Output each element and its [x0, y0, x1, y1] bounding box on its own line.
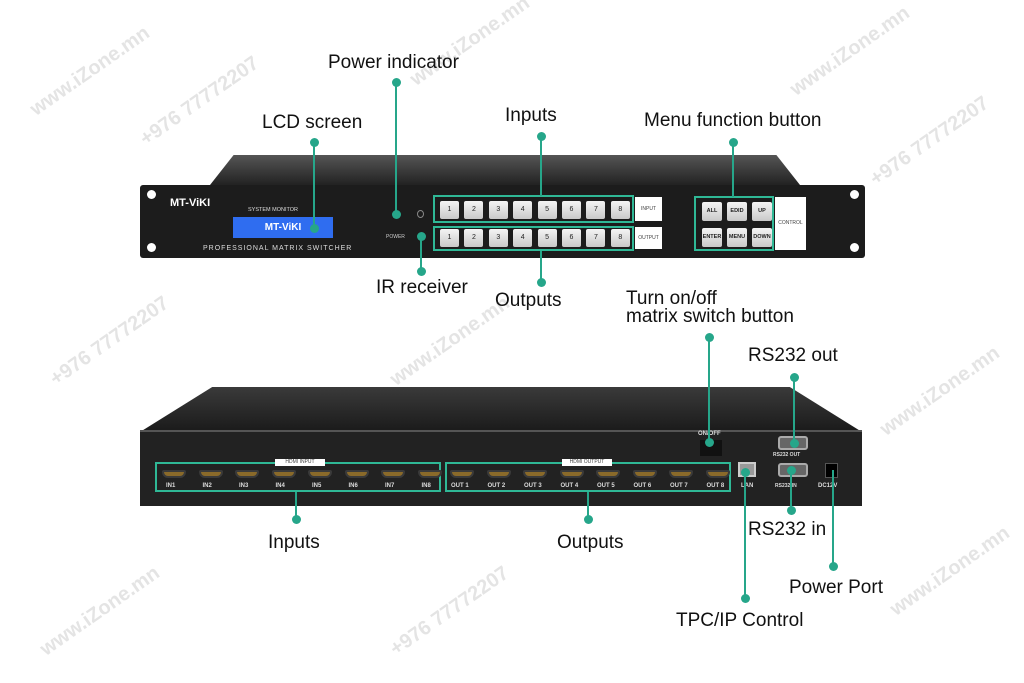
hdmi-input-port	[271, 470, 296, 478]
hdmi-output-label: OUT 8	[706, 483, 725, 489]
callout-switch-line1: Turn on/off	[626, 288, 717, 309]
input-button-8[interactable]: 8	[610, 201, 630, 219]
hdmi-input-label: IN6	[348, 483, 358, 489]
hdmi-output-port	[559, 470, 584, 478]
hdmi-output-label: OUT 7	[670, 483, 688, 489]
hdmi-input-label: IN5	[312, 483, 322, 489]
callout-menu-function: Menu function button	[644, 110, 822, 131]
hdmi-input-label: IN8	[421, 483, 431, 489]
brand-logo: MT-ViKI	[170, 197, 211, 209]
control-buttons-box	[694, 196, 774, 251]
hdmi-input-label: IN7	[385, 483, 395, 489]
callout-inputs-front: Inputs	[505, 105, 557, 126]
hdmi-output-title: HDMI OUTPUT	[562, 459, 612, 466]
callout-tcp-ip: TPC/IP Control	[676, 610, 804, 631]
output-buttons-box	[433, 226, 634, 251]
hdmi-output-port	[669, 470, 693, 478]
hdmi-output-port	[486, 470, 511, 478]
callout-switch-line2: matrix switch button	[626, 306, 794, 327]
hdmi-output-port	[596, 470, 620, 478]
hdmi-input-port	[162, 470, 186, 478]
down-button[interactable]: DOWN	[752, 228, 772, 247]
output-button-5[interactable]: 5	[537, 229, 557, 247]
callout-outputs-front: Outputs	[495, 290, 562, 311]
output-button-4[interactable]: 4	[513, 229, 533, 247]
callout-ir-receiver: IR receiver	[376, 277, 468, 298]
callout-rs232-out: RS232 out	[748, 345, 838, 366]
all-button[interactable]: ALL	[702, 202, 722, 221]
input-button-6[interactable]: 6	[562, 201, 581, 219]
hdmi-output-port	[523, 470, 547, 478]
hdmi-output-label: OUT 4	[560, 483, 579, 489]
input-button-1[interactable]: 1	[440, 201, 459, 219]
callout-power-indicator: Power indicator	[328, 52, 459, 73]
output-button-2[interactable]: 2	[464, 229, 484, 247]
hdmi-input-label: IN3	[239, 483, 249, 489]
rs232-out-label: RS232 OUT	[773, 452, 801, 458]
edid-button[interactable]: EDID	[727, 202, 747, 221]
dc-label: DC12V	[818, 483, 838, 489]
hdmi-input-label: IN1	[166, 483, 176, 489]
system-monitor-label: SYSTEM MONITOR	[248, 207, 299, 213]
menu-button[interactable]: MENU	[727, 228, 747, 247]
ir-receiver	[417, 210, 424, 218]
lcd-screen: MT-ViKI	[233, 217, 333, 238]
output-button-3[interactable]: 3	[488, 229, 508, 247]
lcd-text: MT-ViKI	[264, 222, 302, 233]
callout-lcd-screen: LCD screen	[262, 112, 363, 133]
output-button-7[interactable]: 7	[586, 229, 606, 247]
hdmi-output-label: OUT 6	[633, 483, 652, 489]
hdmi-input-port	[235, 470, 259, 478]
input-button-7[interactable]: 7	[586, 201, 606, 219]
hdmi-input-label: IN4	[275, 483, 285, 489]
hdmi-input-port	[381, 470, 405, 478]
input-button-3[interactable]: 3	[488, 201, 508, 219]
front-subtitle: PROFESSIONAL MATRIX SWITCHER	[203, 245, 353, 252]
dc-power-port	[825, 463, 838, 478]
callout-inputs-rear: Inputs	[268, 532, 320, 553]
hdmi-output-port	[632, 470, 657, 478]
hdmi-output-label: OUT 5	[597, 483, 615, 489]
hdmi-input-label: IN2	[202, 483, 212, 489]
hdmi-output-label: OUT 1	[451, 483, 469, 489]
hdmi-input-port	[308, 470, 332, 478]
input-button-4[interactable]: 4	[513, 201, 533, 219]
enter-button[interactable]: ENTER	[702, 228, 722, 247]
hdmi-output-label: OUT 2	[487, 483, 506, 489]
input-label: INPUT	[635, 197, 662, 221]
input-button-2[interactable]: 2	[464, 201, 484, 219]
output-button-8[interactable]: 8	[610, 229, 630, 247]
control-label: CONTROL	[775, 197, 806, 250]
lan-label: LAN	[741, 483, 754, 489]
hdmi-input-port	[417, 470, 442, 478]
hdmi-output-label: OUT 3	[524, 483, 542, 489]
callout-power-port: Power Port	[789, 577, 883, 598]
hdmi-input-port	[344, 470, 369, 478]
rs232-in-label: RS232 IN	[775, 483, 797, 489]
output-label: OUTPUT	[635, 227, 662, 249]
hdmi-input-title: HDMI INPUT	[275, 459, 325, 466]
callout-outputs-rear: Outputs	[557, 532, 624, 553]
input-buttons-box	[433, 195, 634, 223]
hdmi-output-port	[450, 470, 474, 478]
input-button-5[interactable]: 5	[537, 201, 557, 219]
power-label: POWER	[386, 234, 405, 240]
output-button-6[interactable]: 6	[562, 229, 581, 247]
hdmi-output-port	[705, 470, 730, 478]
callout-rs232-in: RS232 in	[748, 519, 827, 540]
hdmi-input-port	[198, 470, 223, 478]
up-button[interactable]: UP	[752, 202, 772, 221]
output-button-1[interactable]: 1	[440, 229, 459, 247]
